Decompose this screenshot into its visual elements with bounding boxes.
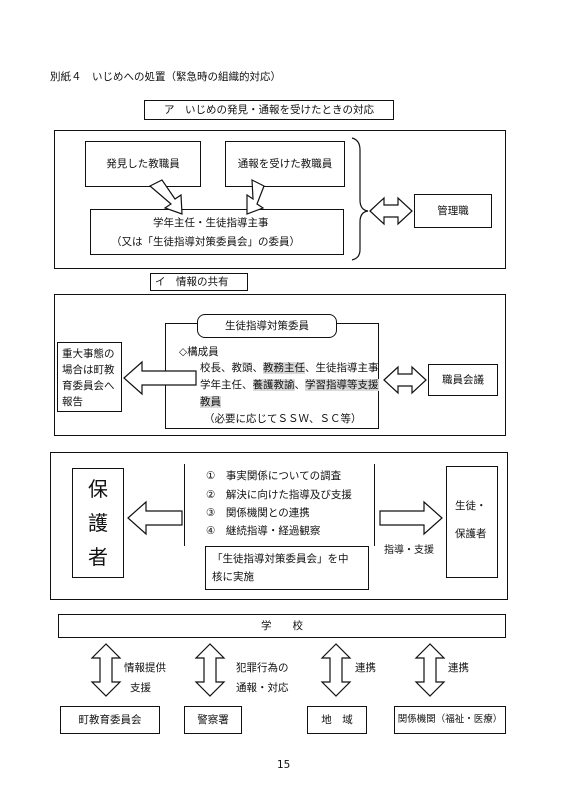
guardian-char2: 護 <box>88 511 108 535</box>
members-line4: （必要に応じてＳＳＷ、ＳＣ等） <box>204 413 362 425</box>
section-b-label-text: イ 情報の共有 <box>155 276 229 288</box>
org-police: 警察署 <box>184 706 242 734</box>
link1-line1: 情報提供 <box>124 662 166 674</box>
members-line1-highlight: 教務主任 <box>263 362 305 374</box>
action-3: ③ 関係機関との連携 <box>206 507 310 519</box>
core-line2: 核に実施 <box>212 571 254 583</box>
arrow-serious-icon <box>123 360 197 396</box>
manager-text: 管理職 <box>437 204 469 217</box>
school-text: 学 校 <box>261 619 303 632</box>
manager-box: 管理職 <box>414 194 492 228</box>
members-line2-sep: 、 <box>294 379 306 391</box>
arrow-link4-icon <box>414 643 446 697</box>
core-line1: 「生徒指導対策委員会」を中 <box>212 553 349 565</box>
document-title: 別紙４ いじめへの処置（緊急時の組織的対応） <box>50 71 281 83</box>
members-line1-b: 、生徒指導主事 <box>305 362 379 374</box>
discoverer-box: 発見した教職員 <box>85 141 201 187</box>
school-box: 学 校 <box>58 614 506 638</box>
committee-text: 生徒指導対策委員 <box>225 319 309 332</box>
arrow-link2-icon <box>194 643 226 697</box>
guidance-label: 指導・支援 <box>384 545 434 556</box>
arrow-guardian-icon <box>127 500 183 536</box>
section-a-label: ア いじめの発見・通報を受けたときの対応 <box>144 100 394 120</box>
actions-divider-right <box>374 464 375 546</box>
members-line3: 教員 <box>200 396 221 408</box>
core-box: 「生徒指導対策委員会」を中 核に実施 <box>205 546 369 590</box>
action-4: ④ 継続指導・経過観察 <box>206 525 321 537</box>
reporter-box: 通報を受けた教職員 <box>225 141 345 187</box>
guardian-char1: 保 <box>88 477 108 501</box>
arrow-reporter-icon <box>246 179 265 215</box>
guardian-box: 保 護 者 <box>72 468 124 578</box>
arrow-discoverer-icon <box>148 179 183 215</box>
staff-meeting-text: 職員会議 <box>442 373 484 386</box>
guardian-char3: 者 <box>88 545 108 569</box>
org1-text: 町教育委員会 <box>78 713 142 726</box>
org-education-board: 町教育委員会 <box>60 706 160 734</box>
serious-line1: 重大事態の <box>62 348 115 360</box>
org-community: 地 域 <box>307 706 367 734</box>
members-line1: 校長、教頭、教務主任、生徒指導主事 <box>200 362 379 374</box>
student-box: 生徒・ 保護者 <box>446 466 498 578</box>
serious-line3: 育委員会へ <box>62 380 115 392</box>
link4-label: 連携 <box>448 662 469 674</box>
committee-box: 生徒指導対策委員 <box>197 314 337 338</box>
action-2: ② 解決に向けた指導及び支援 <box>206 489 352 501</box>
leader-line2: （又は「生徒指導対策委員会」の委員） <box>111 236 300 248</box>
arrow-staff-meeting-icon <box>383 365 427 395</box>
members-line1-a: 校長、教頭、 <box>200 362 263 374</box>
org2-text: 警察署 <box>197 713 229 726</box>
leader-line1: 学年主任・生徒指導主事 <box>153 217 269 229</box>
link3-label: 連携 <box>355 662 376 674</box>
link1-line2: 支援 <box>130 682 151 694</box>
section-b-label: イ 情報の共有 <box>150 273 248 291</box>
student-line1: 生徒・ <box>455 500 487 512</box>
members-line2: 学年主任、養護教諭、学習指導等支援 <box>200 379 379 391</box>
link2-line2: 通報・対応 <box>236 682 289 694</box>
arrow-link1-icon <box>90 643 122 697</box>
section-a-label-text: ア いじめの発見・通報を受けたときの対応 <box>164 103 374 116</box>
discoverer-text: 発見した教職員 <box>106 157 180 170</box>
actions-divider <box>184 464 185 546</box>
serious-box: 重大事態の 場合は町教 育委員会へ 報告 <box>57 342 122 412</box>
arrow-student-icon <box>379 500 443 536</box>
serious-line2: 場合は町教 <box>62 364 115 376</box>
org3-text: 地 域 <box>321 713 353 726</box>
page-number: 15 <box>277 759 291 771</box>
action-1: ① 事実関係についての調査 <box>206 470 342 482</box>
reporter-text: 通報を受けた教職員 <box>237 157 333 170</box>
org4-text: 関係機関（福祉・医療） <box>397 714 503 726</box>
org-agencies: 関係機関（福祉・医療） <box>394 706 506 734</box>
leader-box: 学年主任・生徒指導主事 （又は「生徒指導対策委員会」の委員） <box>90 209 344 255</box>
link2-line1: 犯罪行為の <box>236 662 289 674</box>
members-line2-a: 学年主任、 <box>200 379 253 391</box>
serious-line4: 報告 <box>62 396 83 408</box>
arrow-link3-icon <box>320 643 352 697</box>
members-label: ◇構成員 <box>179 346 219 358</box>
members-line3-highlight: 教員 <box>200 396 221 408</box>
members-line2-highlight1: 養護教諭 <box>252 379 295 391</box>
arrow-manager-icon <box>369 196 413 226</box>
brace-icon <box>351 137 369 261</box>
members-line2-highlight2: 学習指導等支援 <box>305 379 379 391</box>
student-line2: 保護者 <box>455 528 487 540</box>
staff-meeting-box: 職員会議 <box>428 364 498 396</box>
